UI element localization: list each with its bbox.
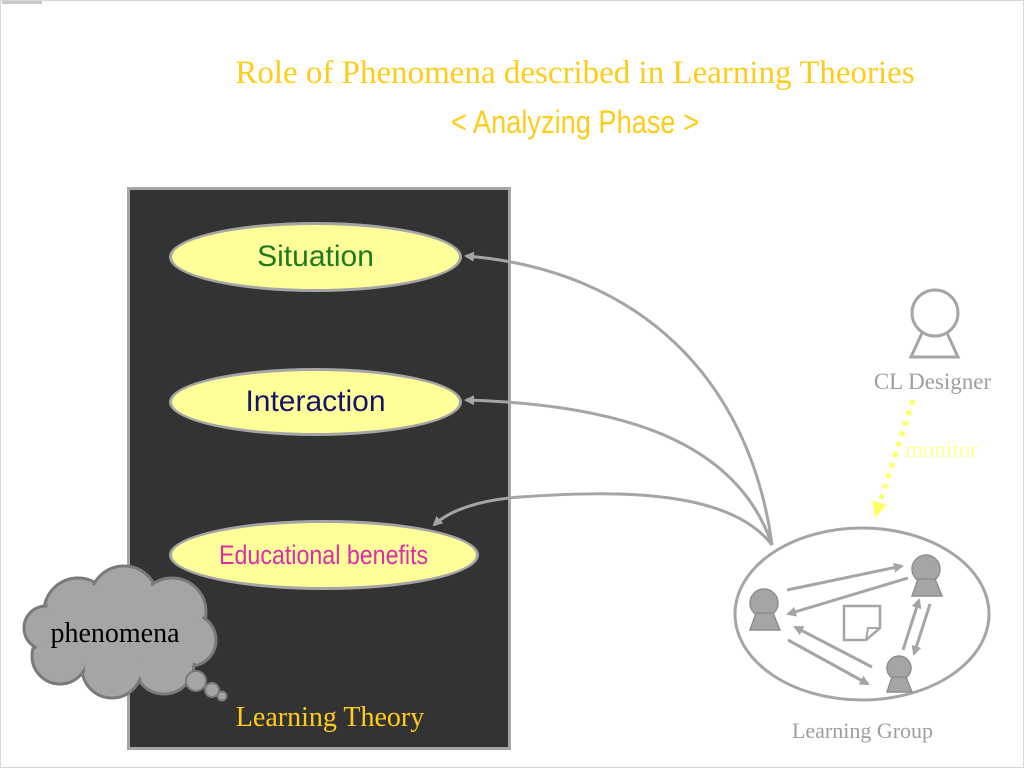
arrow-to-educational-benefits	[432, 492, 774, 546]
phenomenon-educational-benefits-label: Educational benefits	[219, 539, 429, 570]
learning-group-label: Learning Group	[791, 718, 934, 743]
corner-mark	[2, 1, 42, 4]
group-member-right-icon	[910, 554, 944, 597]
document-icon	[842, 604, 882, 642]
thought-cloud-label: phenomena	[50, 618, 180, 649]
designer-label: CL Designer	[873, 369, 992, 394]
group-member-left-icon	[748, 588, 782, 631]
phenomenon-educational-benefits: Educational benefits	[169, 520, 479, 590]
monitor-arrow	[872, 399, 916, 518]
group-member-bottom-icon	[885, 655, 914, 693]
arrow-to-situation	[464, 251, 774, 546]
slide-subtitle: < Analyzing Phase >	[450, 104, 699, 140]
designer-person-icon	[908, 288, 961, 359]
slide-title: Role of Phenomena described in Learning …	[235, 55, 915, 91]
monitor-label: monitor	[905, 437, 978, 462]
learning-theory-label: Learning Theory	[235, 702, 425, 733]
arrow-to-interaction	[464, 395, 774, 546]
phenomenon-situation-label: Situation	[257, 240, 374, 273]
group-interaction-arrows	[786, 562, 932, 686]
phenomenon-situation: Situation	[169, 222, 462, 292]
phenomenon-interaction: Interaction	[169, 368, 462, 436]
thought-cloud	[22, 564, 228, 702]
learning-group-ellipse	[733, 526, 991, 702]
phenomenon-interaction-label: Interaction	[245, 385, 386, 418]
